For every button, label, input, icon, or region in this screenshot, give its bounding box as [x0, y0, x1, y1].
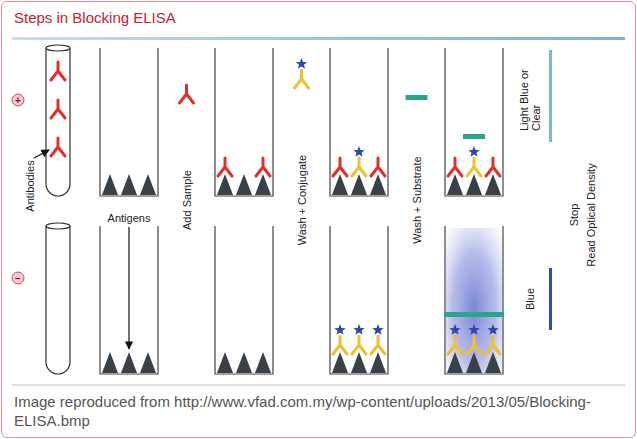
- step-label: Wash + Substrate: [410, 156, 423, 243]
- light-blue-bar: [549, 50, 552, 142]
- enzyme-conjugate: [295, 58, 501, 354]
- sample-antibody: [180, 85, 501, 176]
- header-rule: [12, 37, 625, 40]
- blue-bar: [549, 268, 552, 330]
- sample-tube: [46, 45, 70, 374]
- blue-colour: [446, 228, 502, 373]
- part-label: Antibodies: [24, 160, 37, 211]
- result-label: Light Blue or Clear: [518, 61, 542, 131]
- control-sign: +: [12, 94, 25, 107]
- result-label: Blue: [524, 288, 537, 310]
- step-label: Stop: [568, 204, 581, 227]
- step-label: Read Optical Density: [585, 163, 598, 266]
- step-label: Add Sample: [180, 170, 193, 230]
- leader-arrow: [128, 227, 129, 349]
- panel-rule: [12, 385, 625, 386]
- tube-antibodies: [51, 62, 65, 156]
- figure-title: Steps in Blocking ELISA: [14, 9, 176, 27]
- leader-arrow: [34, 150, 49, 158]
- step-label: Wash + Conjugate: [295, 155, 308, 245]
- part-label: Antigens: [108, 212, 151, 225]
- well: [100, 48, 503, 374]
- substrate: [406, 95, 505, 317]
- figure-caption: Image reproduced from http://www.vfad.co…: [14, 392, 614, 430]
- control-sign: −: [12, 272, 25, 285]
